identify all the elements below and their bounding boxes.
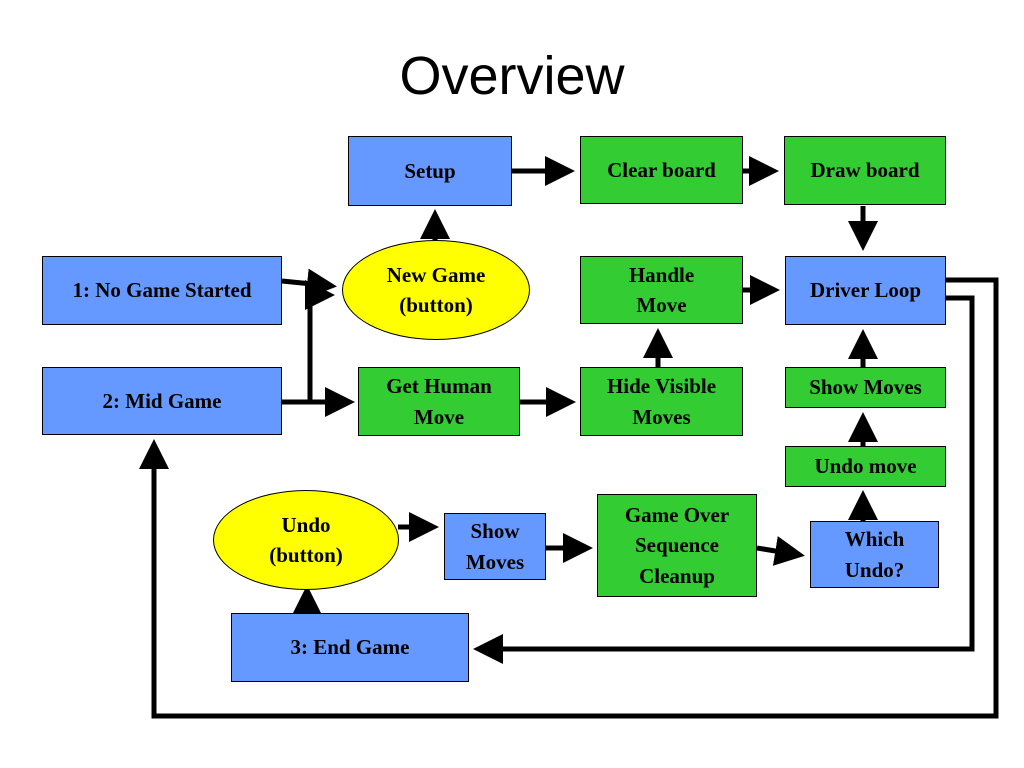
new-game-button-node: New Game (button) [342, 240, 530, 340]
arrow-game-over-to-which-undo [756, 536, 805, 566]
undo-move-node: Undo move [785, 446, 946, 487]
show-moves-bottom-node: Show Moves [444, 513, 546, 580]
which-undo-node: Which Undo? [810, 521, 939, 588]
slide-title: Overview [399, 46, 625, 106]
handle-move-node: Handle Move [580, 256, 743, 324]
arrow-driver-loop-to-mid-game [139, 277, 999, 719]
undo-button-node: Undo (button) [213, 490, 399, 590]
no-game-started-node: 1: No Game Started [42, 256, 282, 325]
arrow-driver-loop-to-end-game [473, 295, 975, 664]
setup-node: Setup [348, 136, 512, 206]
get-human-move-node: Get Human Move [358, 367, 520, 436]
hide-visible-moves-node: Hide Visible Moves [580, 367, 743, 436]
arrow-mid-game-to-new-game [282, 280, 335, 405]
show-moves-right-node: Show Moves [785, 367, 946, 408]
arrow-no-game-to-new-game [281, 268, 337, 299]
clear-board-node: Clear board [580, 136, 743, 204]
draw-board-node: Draw board [784, 136, 946, 205]
driver-loop-node: Driver Loop [785, 256, 946, 325]
end-game-node: 3: End Game [231, 613, 469, 682]
mid-game-node: 2: Mid Game [42, 367, 282, 435]
game-over-cleanup-node: Game Over Sequence Cleanup [597, 494, 757, 597]
